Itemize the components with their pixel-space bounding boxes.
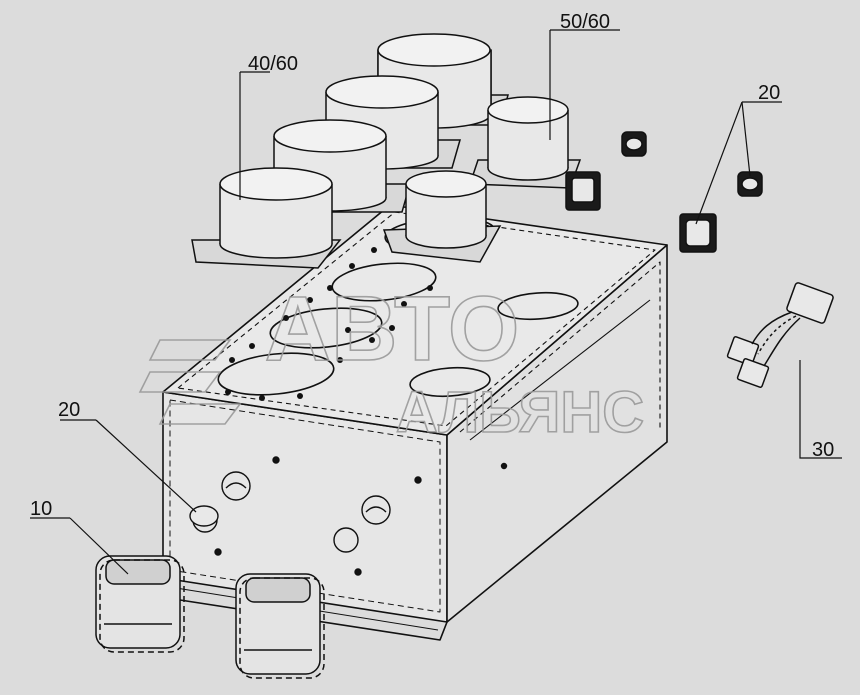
top-opening-3 <box>217 352 335 396</box>
front-screw-2 <box>214 548 222 556</box>
front-port-1 <box>221 471 251 501</box>
callout-label-30: 30 <box>812 439 834 461</box>
top-opening-5 <box>497 291 579 321</box>
side-screw <box>500 462 508 470</box>
leader-10 <box>69 517 129 575</box>
housing-front-dashed-border <box>169 399 441 613</box>
watermark-logo <box>138 339 242 425</box>
front-screw-4 <box>414 476 422 484</box>
front-port-2 <box>361 495 391 525</box>
foot-left <box>95 555 185 653</box>
top-opening-2 <box>269 307 383 349</box>
leader-20-right-b <box>741 101 751 177</box>
leader-20-right-a <box>695 101 743 225</box>
cylinders <box>191 33 582 269</box>
wire-harness <box>726 282 834 388</box>
housing-box <box>162 204 668 641</box>
front-port-4 <box>333 527 359 553</box>
front-grommet <box>189 505 219 527</box>
callout-label-20-right: 20 <box>758 82 780 104</box>
watermark: АВТО АЛЬЯНС <box>138 277 645 446</box>
watermark-line1: АВТО <box>265 278 520 380</box>
watermark-line2: АЛЬЯНС <box>396 380 644 445</box>
grommet-top-1 <box>621 131 647 157</box>
front-port-1-detail <box>225 482 247 489</box>
callout-labels: 40/60 50/60 20 20 10 30 <box>30 11 834 520</box>
cylinder-6 <box>382 170 502 263</box>
callout-label-10: 10 <box>30 498 52 520</box>
foot-right <box>235 573 325 679</box>
connector-socket-2 <box>679 213 717 253</box>
connector-socket-1 <box>565 171 601 211</box>
housing-top-dashed-frame <box>177 211 656 427</box>
leader-20-left <box>95 419 197 513</box>
front-screw-3 <box>354 568 362 576</box>
leader-30 <box>799 360 842 459</box>
front-port-2-detail <box>365 506 387 513</box>
callout-label-50-60: 50/60 <box>560 11 610 33</box>
housing-side-dashed-panel <box>459 261 661 433</box>
top-opening-6 <box>409 366 491 398</box>
grommet-top-2 <box>737 171 763 197</box>
cylinder-5 <box>468 96 582 189</box>
housing-side-rail <box>469 299 651 441</box>
leader-lines <box>30 29 842 575</box>
callout-label-20-left: 20 <box>58 399 80 421</box>
callout-label-40-60: 40/60 <box>248 53 298 75</box>
front-screw-1 <box>272 456 280 464</box>
cylinder-4 <box>191 167 342 269</box>
